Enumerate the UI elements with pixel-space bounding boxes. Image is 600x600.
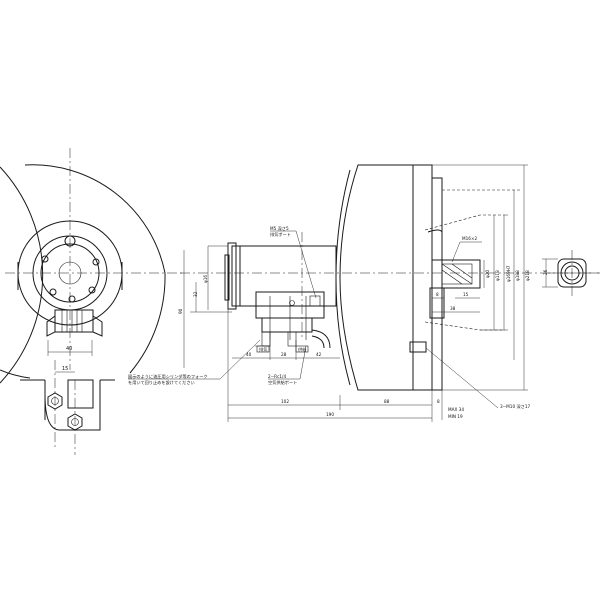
port-manifold — [261, 317, 313, 333]
dim-phi20-label: φ20 — [485, 270, 490, 278]
cylinder-cap — [227, 242, 237, 310]
front-dimensions: 90 32 φ16 排気 供給 40 28 42 102 88 190 8 M — [178, 164, 530, 422]
fitting-1 — [261, 331, 271, 347]
bore-circle — [58, 261, 82, 285]
front-view — [180, 164, 600, 391]
end-inner-circle — [564, 265, 580, 281]
dim-phi218-label: φ218 — [525, 270, 530, 281]
dim-min-label: MIN 19 — [448, 414, 463, 419]
spindle-inner — [441, 263, 473, 285]
fitting-2 — [287, 331, 297, 347]
dim-26-label: 26 — [543, 269, 548, 275]
port-block — [54, 309, 94, 333]
chuck-lower-arc — [0, 369, 31, 379]
note-tap: 3−M10 深さ17 — [500, 403, 530, 410]
stud — [409, 341, 427, 353]
dim-42-label: 42 — [316, 352, 322, 357]
hatch-2 — [451, 263, 473, 279]
dim-190-label: 190 — [326, 412, 334, 417]
end-view: 26 — [542, 250, 600, 298]
dim-8-label: 8 — [437, 399, 440, 404]
bolt-hole-bottom — [68, 295, 76, 303]
bolt-hole-top — [64, 235, 76, 247]
port-circle — [289, 300, 295, 306]
end-square — [557, 258, 587, 288]
leader-m5 — [295, 230, 317, 299]
dim-phi169-label: φ169H7 — [506, 265, 511, 282]
hidden-taper-bottom — [424, 321, 505, 331]
dim-40b-label: 40 — [246, 352, 252, 357]
end-plate — [224, 254, 230, 301]
dim-max-label: MAX 34 — [448, 407, 464, 412]
bolt-hole-lr — [88, 286, 96, 294]
dim-8r-label: 8 — [436, 292, 439, 297]
nut-lower — [67, 413, 83, 431]
chuck-outline — [24, 164, 166, 374]
fitting-right — [92, 315, 103, 337]
inner-lip — [427, 229, 443, 233]
dim-phi16-label: φ16 — [203, 275, 208, 283]
nut-upper-bore — [51, 397, 59, 405]
fork-slot — [67, 379, 94, 409]
right-flange — [431, 177, 443, 391]
port-housing — [429, 287, 445, 319]
dim-32-label: 32 — [193, 291, 198, 297]
fork-body — [44, 380, 101, 431]
side-view: 40 — [0, 148, 185, 384]
air-hose-inner — [311, 335, 325, 349]
note-exhaust-port: 排気ポート — [270, 231, 291, 238]
dim-40-label: 40 — [66, 346, 72, 352]
nut-lower-bore — [71, 418, 79, 426]
air-hose — [311, 329, 331, 349]
dim-88-label: 88 — [384, 399, 390, 404]
bolt-hole-left — [41, 255, 49, 263]
fork-view: 15 — [20, 360, 115, 455]
hatch-3 — [441, 269, 463, 285]
annotations: M5 深さ5 排気ポート M16×2 2−Rc1/4 空気供給ポート 図示のよう… — [128, 225, 530, 410]
dim-38-label: 38 — [450, 306, 456, 311]
note-fork-1: 図示のように油圧用シリンダ等のフォーク — [128, 373, 208, 380]
nut-upper — [47, 392, 63, 410]
spindle-bore — [431, 259, 481, 289]
exhaust-port — [309, 295, 321, 307]
dim-28-label: 28 — [281, 352, 287, 357]
dim-102-label: 102 — [281, 399, 289, 404]
bolt-hole-ll — [49, 288, 57, 296]
note-fork-2: を用いて回り止めを設けてください — [128, 379, 195, 386]
dim-15-label: 15 — [62, 366, 68, 372]
piston-circle — [40, 243, 100, 303]
bolt-hole-right — [92, 258, 100, 266]
cylinder-body — [231, 245, 337, 307]
tag-exhaust: 排気 — [259, 346, 267, 353]
note-m16: M16×2 — [462, 236, 477, 241]
body-outer-circle — [17, 220, 123, 326]
leader-tap — [425, 347, 499, 409]
chuck-arc-left — [0, 166, 44, 384]
fitting-left — [46, 315, 56, 337]
note-supply: 空気供給ポート — [268, 379, 297, 386]
drum-body — [339, 164, 433, 391]
note-m5: M5 深さ5 — [270, 225, 289, 232]
dim-phi118-label: φ118 — [495, 270, 500, 281]
dim-90-label: 90 — [178, 308, 183, 314]
note-rc: 2−Rc1/4 — [268, 374, 286, 379]
dim-6-box — [256, 345, 270, 353]
leader-fork — [219, 339, 261, 380]
tag-supply: 供給 — [298, 346, 307, 353]
hatch-1 — [441, 263, 473, 285]
leader-rc — [299, 345, 307, 380]
end-outer-circle — [560, 261, 584, 285]
dim-phi188-label: φ188 — [515, 270, 520, 281]
dim-15r-label: 15 — [463, 292, 469, 297]
hidden-taper-top — [424, 214, 505, 231]
leader-m16 — [451, 241, 461, 263]
